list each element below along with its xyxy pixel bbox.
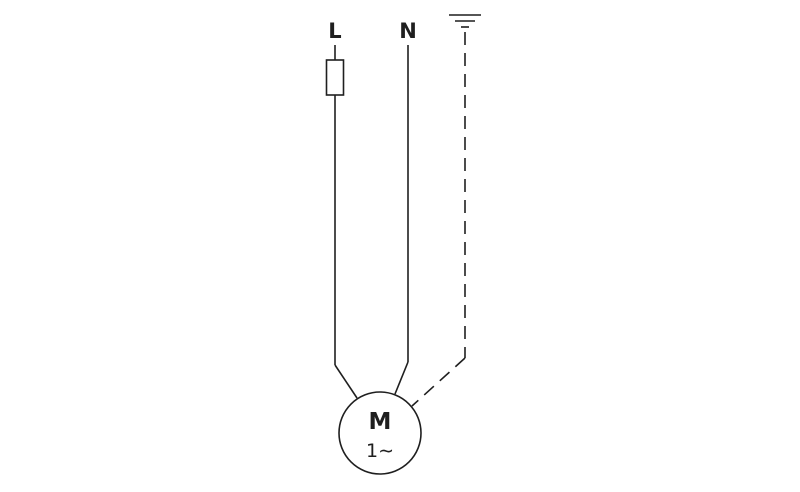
motor-label: M bbox=[369, 409, 392, 435]
line-terminal-label: L bbox=[328, 19, 341, 43]
motor-phase-label: 1∼ bbox=[366, 440, 394, 462]
motor-circle bbox=[338, 391, 422, 475]
ground-wire bbox=[411, 32, 466, 407]
neutral-terminal-label: N bbox=[399, 19, 417, 43]
fuse-icon bbox=[325, 59, 345, 96]
neutral-wire bbox=[394, 45, 409, 395]
line-wire-slant-segment bbox=[334, 364, 358, 399]
neutral-wire-slant-segment bbox=[394, 361, 409, 395]
line-wire bbox=[325, 45, 358, 399]
earth-ground-icon bbox=[449, 14, 481, 28]
ground-wire-slant-segment bbox=[411, 357, 466, 407]
